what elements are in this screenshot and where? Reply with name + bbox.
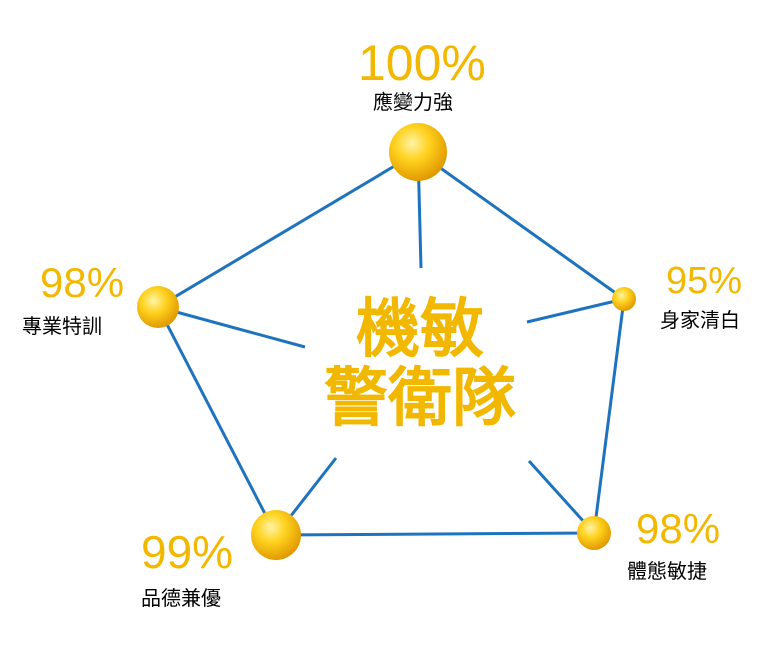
label-bottom-right: 體態敏捷 xyxy=(627,559,707,583)
node-top xyxy=(389,123,447,181)
percent-top: 100% xyxy=(358,35,486,91)
label-right: 身家清白 xyxy=(660,308,740,332)
percent-right: 95% xyxy=(666,260,743,302)
center-title: 機敏 警衛隊 xyxy=(322,295,518,433)
percent-bottom-left: 99% xyxy=(141,526,234,578)
spoke-left xyxy=(157,305,306,349)
percent-bottom-right: 98% xyxy=(636,505,721,552)
label-bottom-left: 品德兼優 xyxy=(141,586,221,610)
spoke-right xyxy=(526,297,625,324)
pentagon-outline xyxy=(156,150,626,537)
center-title-line1: 機敏 xyxy=(356,292,484,367)
label-top: 應變力強 xyxy=(373,90,453,114)
node-bottom-right xyxy=(577,516,611,550)
node-left xyxy=(137,286,179,328)
label-left: 專業特訓 xyxy=(22,314,102,338)
node-bottom-left xyxy=(251,510,301,560)
percent-left: 98% xyxy=(40,259,125,306)
center-title-line2: 警衛隊 xyxy=(324,361,516,437)
node-right xyxy=(612,287,636,311)
